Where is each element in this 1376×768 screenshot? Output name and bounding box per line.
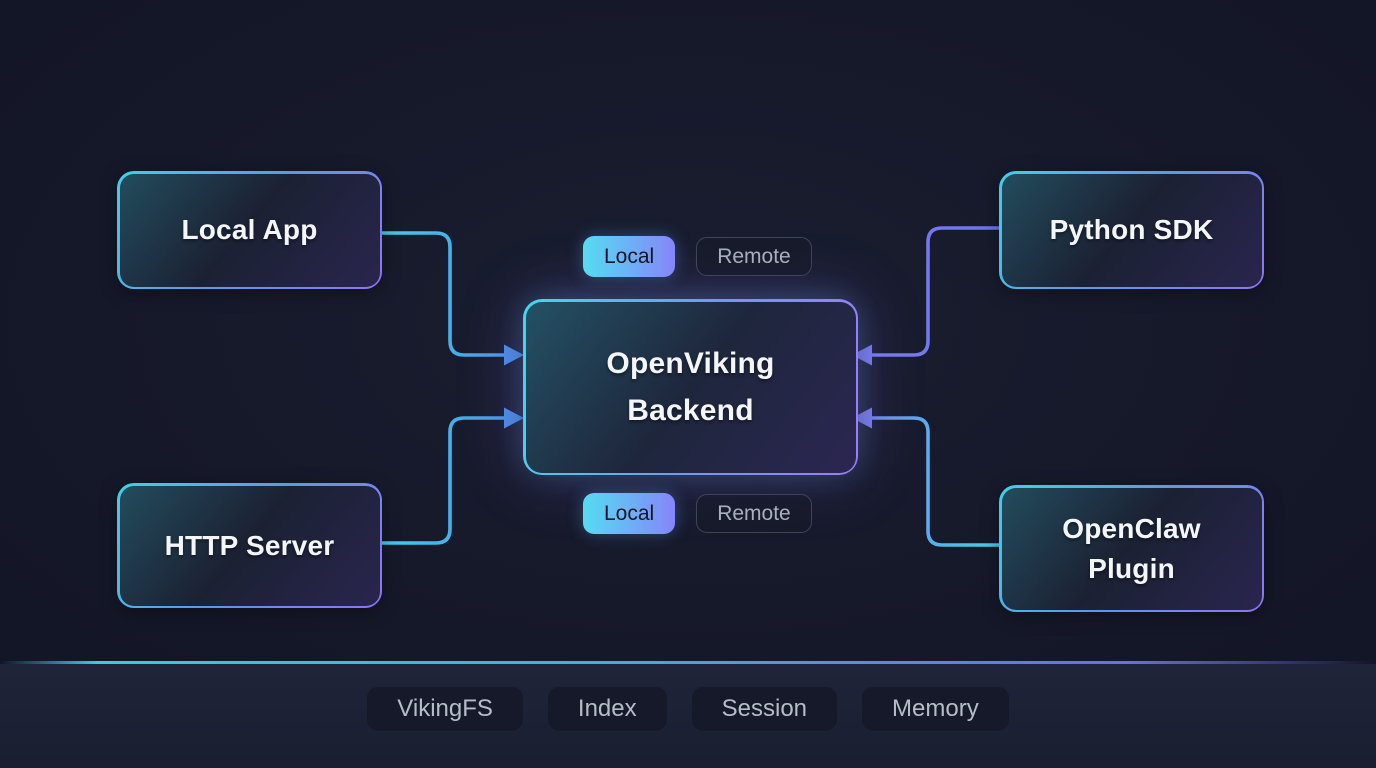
remote-toggle-top[interactable]: Remote: [696, 237, 812, 276]
connector-http-server-to-backend: [377, 416, 504, 545]
node-openviking-backend-body: OpenViking Backend: [525, 301, 856, 473]
node-local-app: Local App: [117, 171, 382, 289]
storage-chip-row: VikingFS Index Session Memory: [0, 686, 1376, 733]
node-http-server-label: HTTP Server: [164, 529, 335, 561]
arrowhead-http-server: [504, 407, 524, 429]
chip-memory[interactable]: Memory: [861, 686, 1010, 733]
connector-python-sdk-to-backend: [872, 226, 999, 357]
node-openclaw-plugin-label-line2: Plugin: [1088, 552, 1175, 584]
local-toggle-top[interactable]: Local: [583, 236, 676, 277]
footer-divider: [0, 661, 1376, 664]
local-toggle-bottom[interactable]: Local: [583, 493, 676, 534]
connector-openclaw-to-backend: [872, 416, 999, 547]
node-openclaw-plugin: OpenClaw Plugin: [999, 485, 1264, 612]
node-python-sdk: Python SDK: [999, 171, 1264, 289]
node-python-sdk-body: Python SDK: [1001, 173, 1262, 287]
node-local-app-label: Local App: [181, 214, 318, 245]
node-openviking-backend-label-line2: Backend: [627, 394, 754, 427]
node-openviking-backend: OpenViking Backend: [523, 299, 858, 475]
mode-toggle-top: Local Remote: [583, 236, 812, 277]
mode-toggle-bottom: Local Remote: [583, 493, 812, 534]
node-http-server-body: HTTP Server: [119, 485, 380, 606]
node-http-server: HTTP Server: [117, 483, 382, 608]
chip-index[interactable]: Index: [546, 686, 668, 733]
connector-local-app-to-backend: [377, 231, 504, 357]
chip-session[interactable]: Session: [690, 686, 839, 733]
remote-toggle-bottom[interactable]: Remote: [696, 494, 812, 533]
arrowhead-local-app: [504, 344, 524, 366]
node-openclaw-plugin-label-line1: OpenClaw: [1062, 512, 1201, 544]
node-openviking-backend-label-line1: OpenViking: [606, 347, 775, 380]
node-python-sdk-label: Python SDK: [1049, 214, 1214, 245]
chip-vikingfs[interactable]: VikingFS: [366, 686, 524, 733]
node-openclaw-plugin-body: OpenClaw Plugin: [1001, 487, 1262, 610]
footer-panel: VikingFS Index Session Memory: [0, 664, 1376, 768]
node-local-app-body: Local App: [119, 173, 380, 287]
